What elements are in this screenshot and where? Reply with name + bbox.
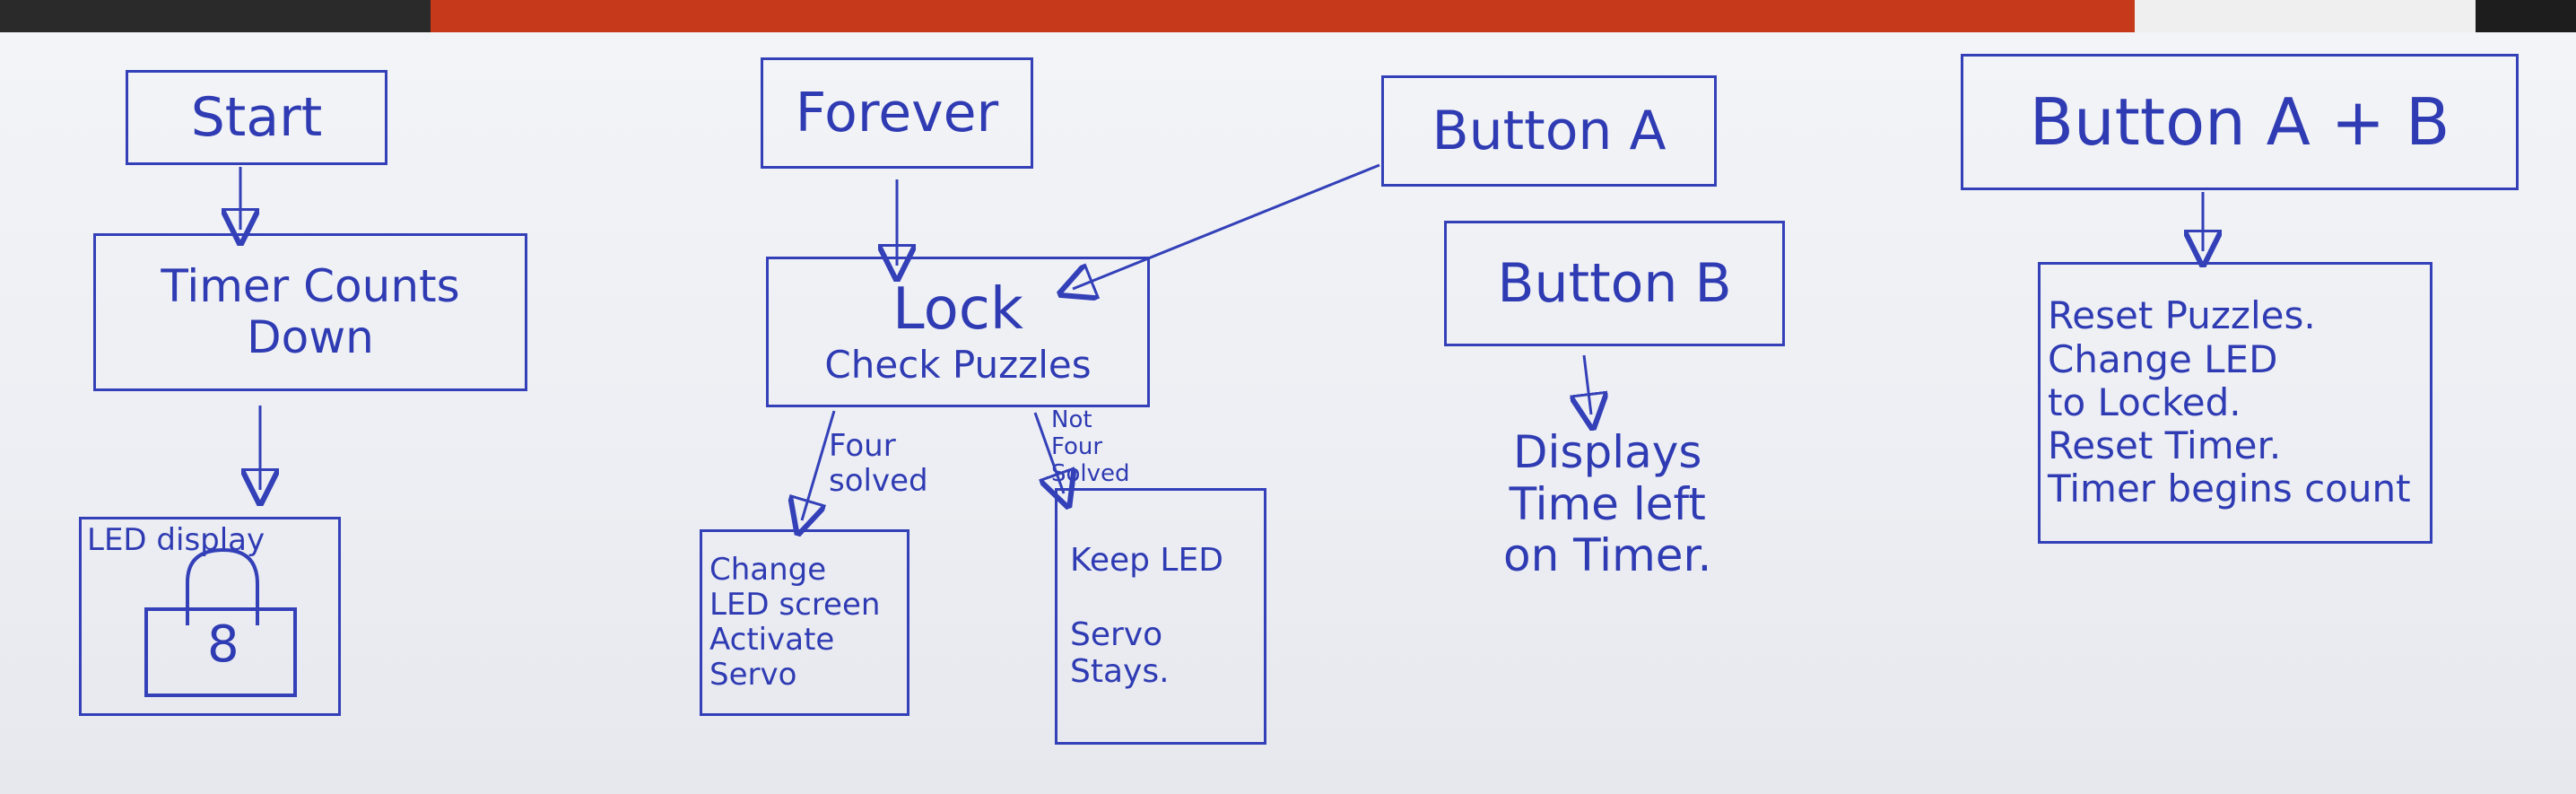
button-a-node: Button A <box>1381 75 1717 187</box>
arrow-buttonb-displays <box>1584 354 1591 414</box>
reset-node: Reset Puzzles. Change LED to Locked. Res… <box>2038 262 2432 544</box>
led-digit: 8 <box>207 615 239 674</box>
button-a-label: Button A <box>1432 99 1667 162</box>
lock-title: Lock <box>892 276 1023 344</box>
arrow-buttona-lock <box>1073 163 1380 289</box>
led-display-node: LED display 8 <box>79 517 341 716</box>
timer-label: Timer Counts Down <box>161 259 460 363</box>
lock-subtitle: Check Puzzles <box>824 342 1092 387</box>
forever-node: Forever <box>761 57 1033 169</box>
displays-label: Displays Time left on Timer. <box>1503 426 1712 581</box>
button-ab-label: Button A + B <box>2029 83 2450 160</box>
change-led-node: Change LED screen Activate Servo <box>700 529 909 716</box>
timer-node: Timer Counts Down <box>93 233 527 391</box>
padlock-icon <box>144 547 297 697</box>
reset-label: Reset Puzzles. Change LED to Locked. Res… <box>2048 293 2411 511</box>
arrow-lock-keep <box>1033 412 1064 493</box>
change-led-label: Change LED screen Activate Servo <box>709 551 881 694</box>
four-solved-label: Four solved <box>829 428 928 500</box>
led-display-label: LED display <box>87 522 265 558</box>
start-node: Start <box>126 70 387 165</box>
button-b-label: Button B <box>1497 251 1732 315</box>
paper-sheet <box>0 32 2576 794</box>
keep-led-node: Keep LED Servo Stays. <box>1055 488 1266 745</box>
start-label: Start <box>190 85 323 149</box>
keep-led-label: Keep LED Servo Stays. <box>1070 542 1223 691</box>
button-ab-node: Button A + B <box>1961 54 2519 190</box>
lock-node: Lock Check Puzzles <box>766 257 1150 407</box>
arrow-lock-change <box>802 410 836 520</box>
button-b-node: Button B <box>1444 221 1785 346</box>
forever-label: Forever <box>795 81 999 144</box>
